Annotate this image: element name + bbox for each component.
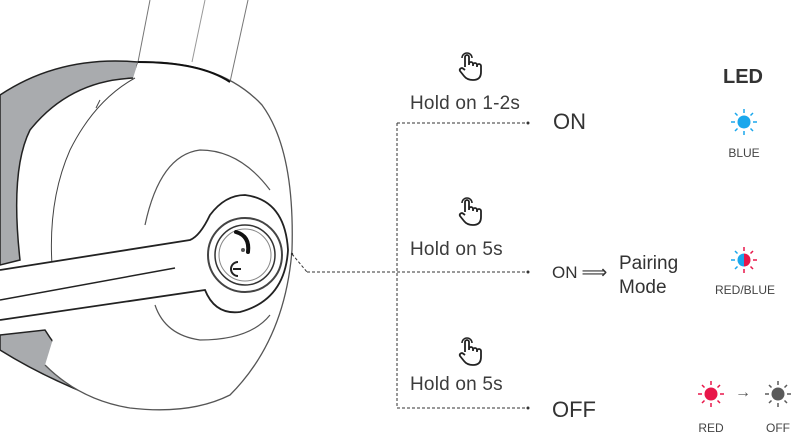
result-label-3: OFF — [552, 397, 596, 422]
tap-hand-icon — [456, 52, 484, 82]
led-label-red-blue: RED/BLUE — [714, 283, 776, 297]
action-label-2: Hold on 5s — [410, 239, 503, 260]
led-transition-arrow-icon: → — [735, 384, 751, 401]
action-label-1: Hold on 1-2s — [410, 93, 521, 114]
led-red-blue-icon — [731, 247, 757, 273]
led-red-icon — [698, 381, 724, 407]
led-blue-icon — [731, 109, 757, 135]
result-group-2: ON ⟹ — [552, 262, 611, 283]
led-label-red: RED — [698, 421, 724, 435]
implies-arrow-icon: ⟹ — [581, 262, 608, 282]
tap-hand-icon — [456, 337, 484, 367]
tap-hand-icon — [456, 197, 484, 227]
headset-illustration — [0, 0, 293, 411]
led-label-off: OFF — [766, 421, 790, 435]
result-label-2: ON — [552, 262, 578, 282]
led-label-blue: BLUE — [728, 146, 760, 160]
action-label-3: Hold on 5s — [410, 374, 503, 395]
led-header: LED — [723, 66, 763, 88]
pairing-mode-label: Pairing Mode — [619, 253, 679, 298]
led-off-icon — [765, 381, 791, 407]
result-label-1: ON — [553, 109, 586, 134]
